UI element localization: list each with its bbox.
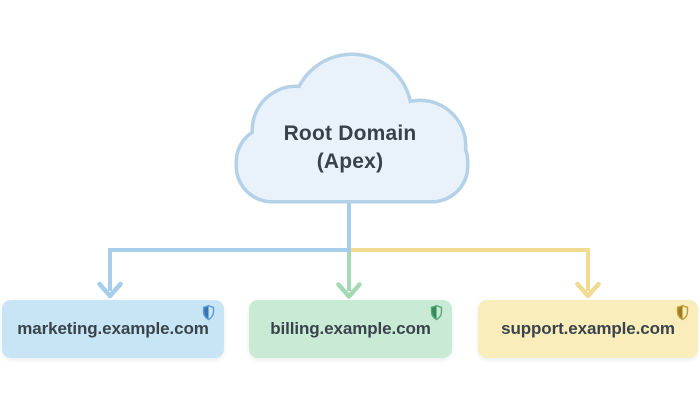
shield-icon [676, 304, 689, 321]
subdomain-label: billing.example.com [270, 319, 431, 338]
root-domain-node: Root Domain (Apex) [250, 120, 450, 176]
cloud-icon [234, 52, 470, 204]
connector-arrow-marketing [97, 190, 351, 299]
subdomain-label: marketing.example.com [17, 319, 209, 338]
connector-arrow-support [351, 248, 601, 299]
connector-arrow-billing [336, 252, 362, 299]
arrowhead-icon [97, 281, 123, 299]
shield-icon [202, 304, 215, 321]
subdomain-label: support.example.com [501, 319, 675, 338]
subdomain-node-support: support.example.com [478, 300, 698, 358]
shield-icon [430, 304, 443, 321]
subdomain-node-marketing: marketing.example.com [2, 300, 224, 358]
arrowhead-icon [575, 281, 601, 299]
root-domain-label-line2: (Apex) [316, 150, 384, 173]
root-domain-label-line1: Root Domain [283, 122, 417, 145]
subdomain-node-billing: billing.example.com [249, 300, 452, 358]
arrowhead-icon [336, 282, 362, 299]
